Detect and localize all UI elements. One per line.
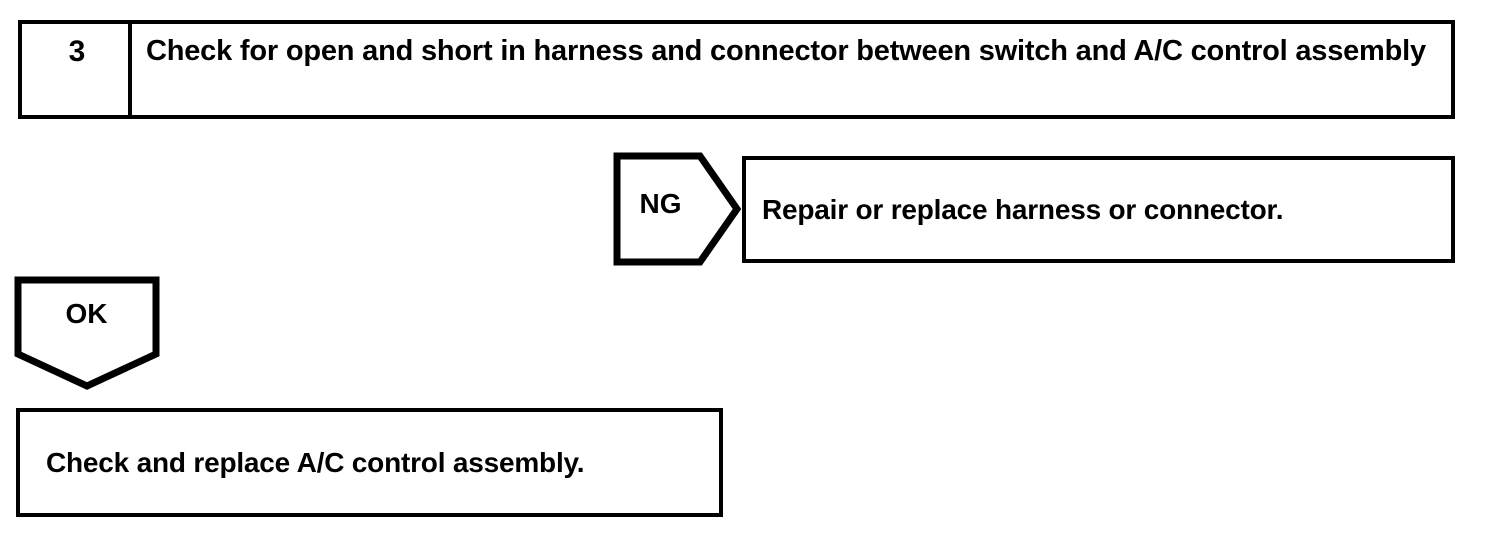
- ok-branch-arrow: [14, 276, 160, 390]
- step-number-cell: [22, 24, 132, 115]
- step-instruction-text: Check for open and short in harness and …: [146, 35, 1426, 67]
- ng-branch-arrow: [613, 152, 741, 266]
- ng-result-text: Repair or replace harness or connector.: [762, 193, 1284, 225]
- ok-result-text: Check and replace A/C control assembly.: [46, 446, 585, 478]
- step-box: 3 Check for open and short in harness an…: [18, 20, 1455, 119]
- ok-result-box: Check and replace A/C control assembly.: [16, 408, 723, 517]
- step-number: 3: [68, 35, 86, 68]
- ok-branch-label: OK: [65, 298, 108, 329]
- ng-result-box: Repair or replace harness or connector.: [742, 156, 1455, 263]
- ng-branch-label: NG: [639, 188, 682, 219]
